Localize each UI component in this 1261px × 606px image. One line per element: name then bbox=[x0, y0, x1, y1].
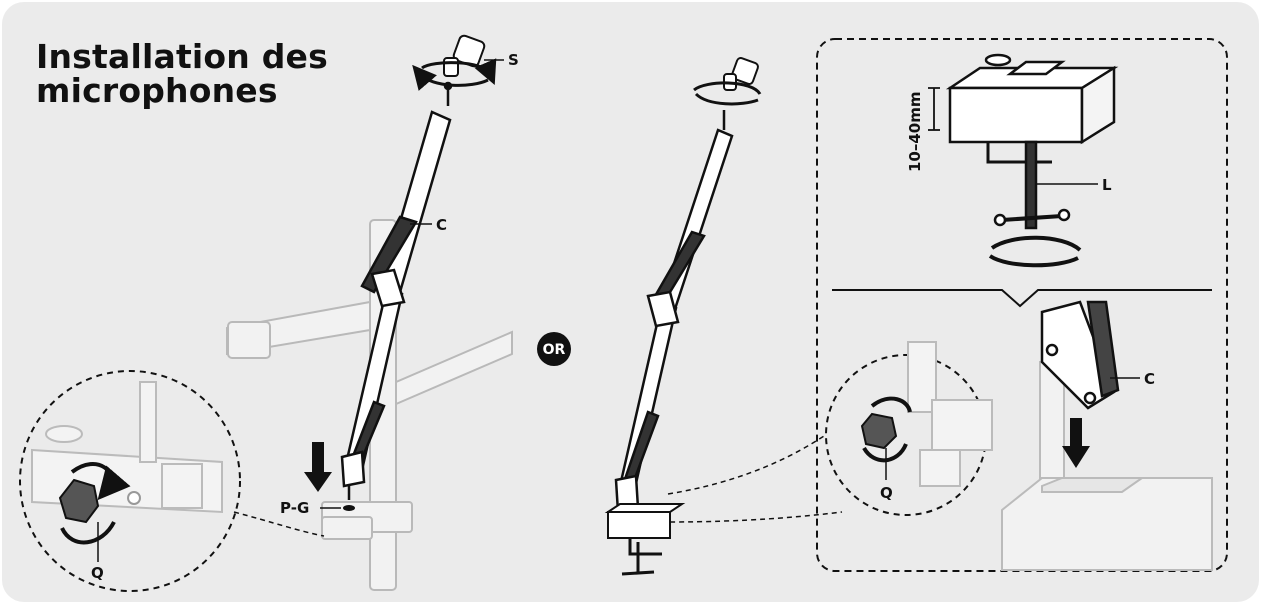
zoom-detail-left bbox=[19, 370, 241, 592]
mic-clip-middle bbox=[693, 57, 762, 106]
zoom-leader-middle-bottom bbox=[669, 511, 843, 523]
or-badge bbox=[537, 332, 571, 366]
label-q-right: Q bbox=[880, 484, 893, 502]
insert-arrow-right bbox=[1062, 418, 1090, 468]
label-c-left: C bbox=[436, 216, 447, 234]
title-line-2: microphones bbox=[36, 71, 278, 110]
mic-clip-left bbox=[412, 34, 497, 91]
desk-clamp-detail bbox=[945, 53, 1119, 230]
page-title: Installation des microphones bbox=[36, 40, 328, 108]
panel-divider bbox=[832, 289, 1212, 308]
label-thickness: 10–40mm bbox=[906, 91, 924, 172]
boom-arm-left bbox=[340, 81, 453, 500]
boom-arm-middle bbox=[614, 110, 734, 514]
label-c-right: C bbox=[1144, 370, 1155, 388]
rotate-arrows-detail bbox=[988, 235, 1082, 268]
label-l: L bbox=[1102, 176, 1112, 194]
zoom-leader-middle-top bbox=[667, 435, 825, 495]
desk-clamp-middle bbox=[604, 503, 686, 576]
detail-panel bbox=[816, 38, 1228, 572]
zoom-detail-right bbox=[825, 341, 993, 516]
thickness-bracket bbox=[928, 87, 940, 131]
label-s: S bbox=[508, 51, 519, 69]
label-or: OR bbox=[543, 342, 566, 358]
boom-arm-base-detail bbox=[1040, 300, 1120, 410]
title-line-1: Installation des bbox=[36, 37, 328, 76]
zoom-leader-left bbox=[233, 511, 325, 537]
label-pg: P-G bbox=[280, 499, 309, 517]
label-q-left: Q bbox=[91, 564, 104, 582]
insert-arrow-left bbox=[304, 442, 332, 492]
